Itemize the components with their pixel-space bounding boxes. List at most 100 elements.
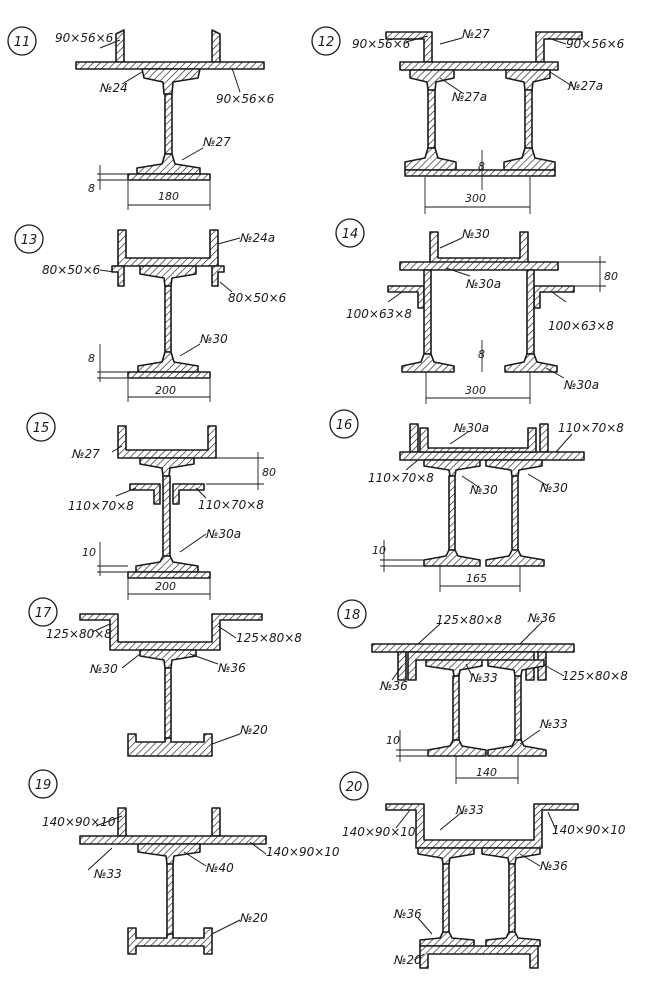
figure-14: 14 №30 №30a 100×63×8 100×63×8 №30a 80 8 … [335,218,618,404]
top-plate [79,835,267,845]
label-beam-30-left: №30 [469,483,498,497]
angle-left [387,285,425,309]
web [164,93,173,155]
figure-15: 15 №27 110×70×8 110×70×8 №30a 80 10 200 [26,412,276,600]
beam-36-bottom [419,931,541,947]
i-beam-24 [141,68,201,95]
figure-11: 11 90×56×6 №24 90×56×6 №27 8 180 [7,26,275,210]
label-channel-33: №33 [93,867,122,881]
label-angle-right: 90×56×6 [216,92,275,106]
label-angle-top-left: 90×56×6 [55,31,114,45]
label-angle-right: 110×70×8 [558,421,624,435]
dim-width: 300 [465,384,486,397]
label-angle-left: 125×80×8 [46,627,112,641]
web-right [526,269,535,355]
label-beam-36-left: №36 [393,907,422,921]
bottom-plate [404,169,556,177]
figure-number: 16 [336,418,353,433]
beam-20-bottom [127,733,213,757]
top-angles-channel [79,613,263,651]
dim-plate-thickness: 10 [82,546,96,559]
label-angle-left: 110×70×8 [68,499,134,513]
top-plate [399,261,559,271]
channel-27 [117,425,217,459]
web-right [508,863,516,941]
label-beam-27: №27 [202,135,231,149]
angle-left [115,29,125,63]
web-right [514,675,522,741]
beam-40-top [137,843,201,865]
beam-30-bottom [137,351,199,373]
dim-width: 165 [466,572,487,585]
beams-top-flange [423,459,543,477]
web-right [511,475,519,551]
dim-width: 300 [465,192,486,205]
figure-number: 13 [21,233,38,248]
label-channel-36-left: №36 [379,679,408,693]
label-angle-left: 80×50×6 [42,263,101,277]
label-angle-top: 125×80×8 [436,613,502,627]
dim-gap: 8 [478,160,485,173]
beams-33-bottom [427,739,547,757]
figure-number: 14 [342,227,359,242]
label-angle-left: 140×90×10 [42,815,116,829]
label-beam-30a-top: №30a [465,277,501,291]
figure-20: 20 140×90×10 №33 140×90×10 №36 №36 №20 [339,771,626,969]
label-beam-24: №24 [99,81,128,95]
label-angle-right: 80×50×6 [228,291,287,305]
top-plate [75,61,265,70]
label-angle-right: 125×80×8 [236,631,302,645]
label-beam-40: №40 [205,861,234,875]
figure-16: 16 №30a 110×70×8 110×70×8 №30 №30 10 165 [329,409,624,592]
label-channel-27: №27 [461,27,490,41]
label-beam-20: №20 [239,911,268,925]
top-channel-angles [385,803,579,849]
dim-plate-width: 200 [155,580,176,593]
figure-number: 20 [346,780,363,795]
figure-19: 19 140×90×10 №33 №40 140×90×10 №20 [28,769,340,955]
figure-number-circle [329,409,359,439]
web [164,285,172,353]
dim-width: 140 [476,766,497,779]
figure-number-circle [26,412,56,442]
angles-down [397,651,547,681]
dim-plate-width: 180 [158,190,179,203]
label-channel-27: №27 [71,447,100,461]
angle-left [111,265,125,287]
figure-number: 12 [318,35,335,50]
label-beam-36: №36 [217,661,246,675]
top-plate [399,61,559,71]
figure-number-circle [7,26,37,56]
label-beam-30a-bottom: №30a [563,378,599,392]
label-angle-left: 90×56×6 [352,37,411,51]
channel-30a [419,427,537,453]
dim-height: 80 [262,466,276,479]
top-plate [371,643,575,653]
web-left [427,89,436,149]
angle-right [211,29,221,63]
label-beam-30: №30 [199,332,228,346]
label-angle-right: 100×63×8 [548,319,614,333]
dim-plate-thickness: 8 [88,352,95,365]
bottom-plate [127,371,211,379]
dim-plate-thickness: 8 [88,182,95,195]
label-angle-right: 140×90×10 [552,823,626,837]
label-channel-36-top: №36 [527,611,556,625]
channel-24a [117,229,219,267]
label-beam-30a: №30a [205,527,241,541]
figure-number-circle [14,224,44,254]
web-left [442,863,450,941]
angle-right [533,285,575,309]
label-channel-24a: №24a [239,231,275,245]
beam-36-top [139,649,197,669]
beam-top [139,457,195,477]
label-channel-30: №30 [89,662,118,676]
angles-top [117,807,221,837]
bottom-plate [127,571,211,579]
label-angle-left: 100×63×8 [346,307,412,321]
label-angle-right: 110×70×8 [198,498,264,512]
beam-27a-left-flange [409,69,455,91]
dim-gap: 8 [478,348,485,361]
dim-plate-thickness: 10 [372,544,386,557]
